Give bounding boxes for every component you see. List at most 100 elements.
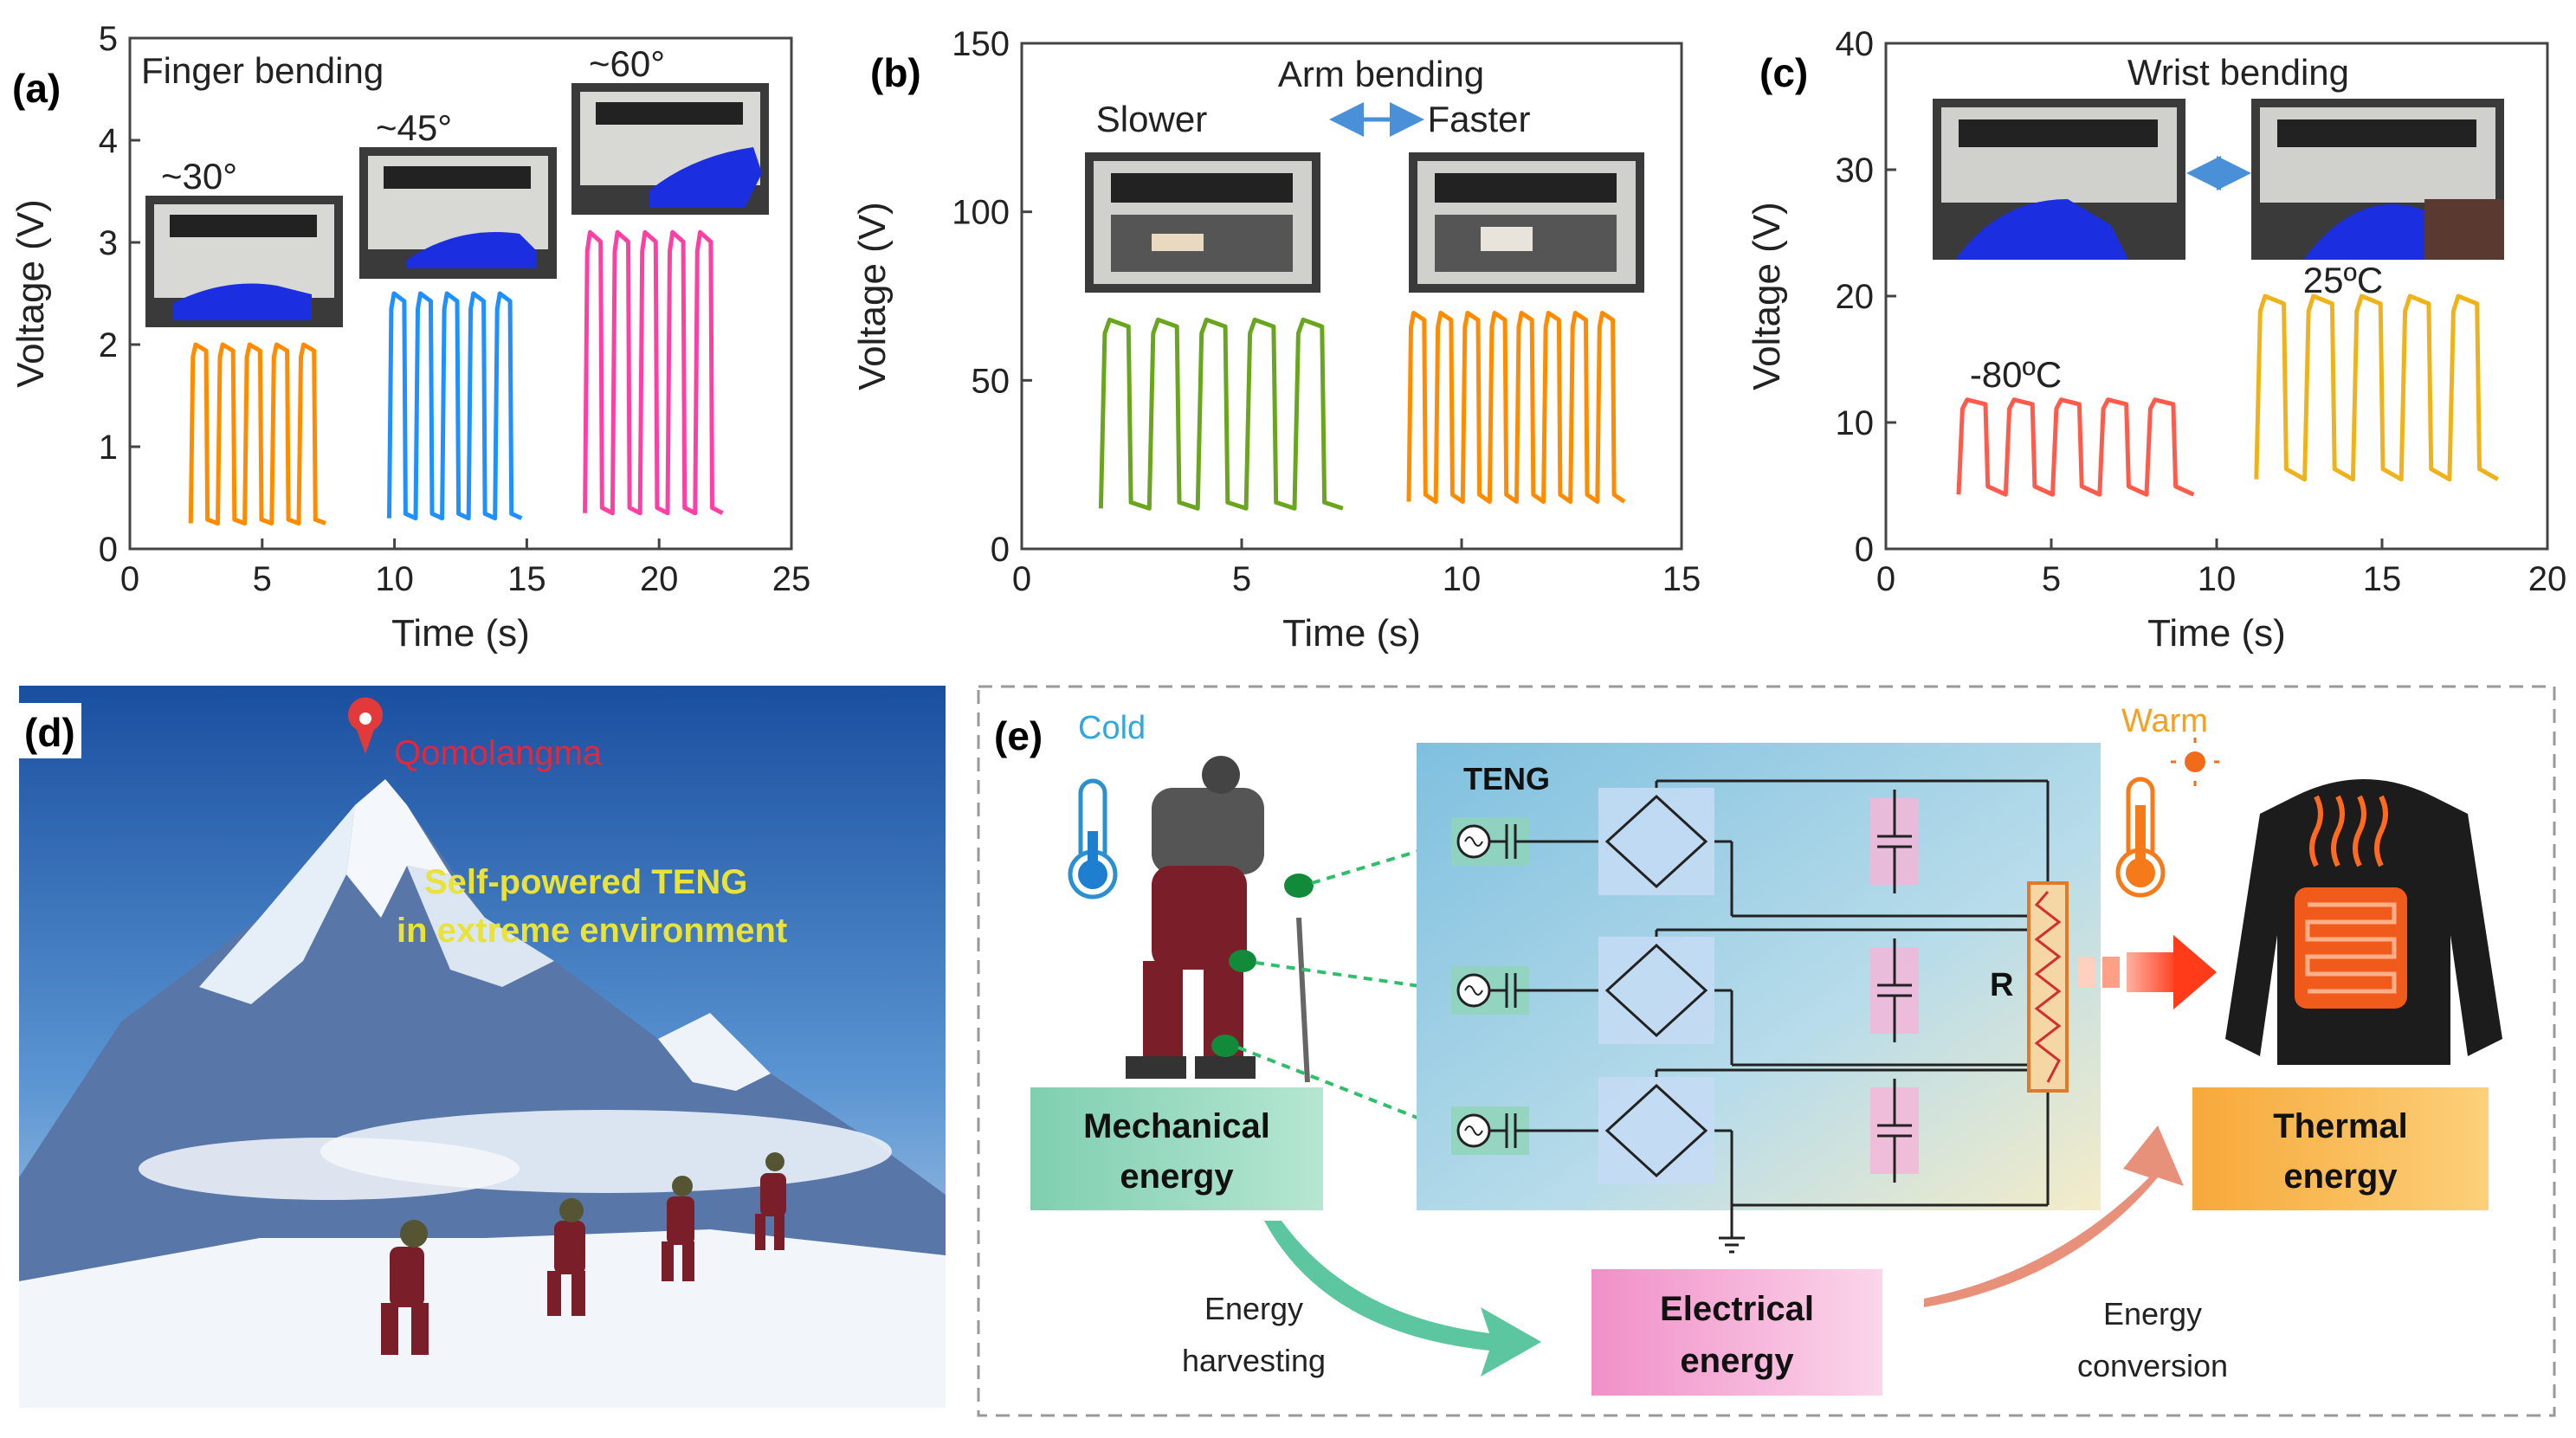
- rectifier-bridge: [1598, 937, 1714, 1044]
- chart-annotation: ~45°: [376, 107, 452, 148]
- pin-label: Qomolangma: [394, 734, 603, 772]
- x-tick-label: 10: [1443, 560, 1482, 598]
- teng-label: TENG: [1463, 761, 1550, 796]
- y-tick-label: 4: [99, 122, 118, 160]
- chart-annotation: Slower: [1096, 99, 1207, 139]
- x-tick-label: 0: [120, 560, 139, 598]
- x-axis-label: Time (s): [1282, 612, 1421, 655]
- photo-inset-45: [359, 147, 557, 279]
- chart-title: Arm bending: [1278, 54, 1484, 94]
- harvest-line1: Energy: [1204, 1291, 1303, 1326]
- chart-annotation: ~60°: [589, 43, 665, 84]
- voltage-trace-1: [188, 342, 326, 526]
- voltage-trace-1: [1956, 397, 2195, 497]
- harvest-arrow: [1264, 1221, 1541, 1377]
- electrical-line2: energy: [1680, 1342, 1794, 1380]
- photo-inset-60: [571, 83, 769, 215]
- electrical-energy-box: [1591, 1269, 1882, 1396]
- voltage-trace-2: [387, 291, 523, 521]
- rectifier-bridge: [1598, 1077, 1714, 1184]
- panel-label-c: (c): [1759, 50, 1808, 95]
- x-tick-label: 0: [1876, 560, 1895, 598]
- panel-label-e: (e): [994, 713, 1043, 758]
- teng-unit-3: [1451, 1068, 2048, 1207]
- x-axis-label: Time (s): [391, 612, 530, 655]
- x-tick-label: 5: [1232, 560, 1251, 598]
- x-tick-label: 10: [375, 560, 414, 598]
- conversion-line1: Energy: [2103, 1296, 2202, 1332]
- y-tick-label: 1: [99, 429, 118, 467]
- mechanical-energy-box: [1030, 1087, 1323, 1210]
- panel-label-d: (d): [24, 710, 75, 755]
- voltage-trace-1: [1098, 317, 1344, 511]
- y-tick-label: 2: [99, 326, 118, 364]
- conversion-line2: conversion: [2077, 1348, 2228, 1383]
- harvest-line2: harvesting: [1182, 1343, 1326, 1378]
- photo-inset-warm: [2251, 99, 2504, 260]
- teng-unit-1: [1451, 779, 2048, 918]
- y-tick-label: 150: [952, 25, 1010, 63]
- panel-label-a: (a): [12, 66, 61, 111]
- voltage-trace-3: [583, 229, 724, 516]
- y-tick-label: 5: [99, 20, 118, 58]
- thermal-energy-box: [2192, 1087, 2489, 1210]
- teng-circuit: [1451, 779, 2050, 1254]
- warm-thermometer-icon: [2115, 777, 2166, 898]
- y-tick-label: 10: [1836, 404, 1875, 442]
- heater-resistor: [2027, 881, 2069, 1093]
- heated-jacket-icon: [2225, 779, 2502, 1065]
- conversion-arrow: [1924, 1125, 2184, 1307]
- photo-inset-30: [145, 196, 343, 327]
- y-axis-label: Voltage (V): [10, 199, 52, 388]
- y-tick-label: 0: [991, 531, 1010, 569]
- x-tick-label: 15: [1662, 560, 1701, 598]
- y-axis-label: Voltage (V): [851, 202, 894, 390]
- chart-annotation: 25ºC: [2303, 260, 2383, 300]
- mountaineer-figure: [1126, 756, 1310, 1083]
- teng-caption-line1: Self-powered TENG: [424, 863, 747, 901]
- cold-thermometer-icon: [1068, 778, 1118, 900]
- plot-frame: [1020, 42, 1683, 551]
- panel-e-frame: [977, 685, 2556, 1417]
- warm-label: Warm: [2121, 703, 2208, 739]
- y-tick-label: 3: [99, 224, 118, 262]
- plot-frame: [128, 36, 793, 551]
- x-tick-label: 25: [772, 560, 811, 598]
- y-axis-label: Voltage (V): [1746, 202, 1788, 390]
- photo-inset-cold: [1933, 99, 2185, 260]
- y-tick-label: 40: [1836, 25, 1875, 63]
- x-tick-label: 5: [2042, 560, 2061, 598]
- mechanical-line1: Mechanical: [1083, 1107, 1270, 1145]
- location-pin-icon: [348, 697, 383, 754]
- sun-icon: [2171, 738, 2219, 786]
- x-tick-label: 5: [253, 560, 272, 598]
- y-tick-label: 20: [1836, 278, 1875, 316]
- x-axis-label: Time (s): [2147, 612, 2286, 655]
- mountain-illustration: [19, 686, 946, 1408]
- teng-unit-2: [1451, 928, 2048, 1067]
- y-tick-label: 0: [1855, 531, 1874, 569]
- thermal-line2: energy: [2283, 1157, 2398, 1196]
- chart-annotation: -80ºC: [1970, 354, 2062, 395]
- y-tick-label: 0: [99, 531, 118, 569]
- cold-label: Cold: [1078, 710, 1146, 746]
- y-tick-label: 30: [1836, 152, 1875, 190]
- photo-inset-slower: [1085, 152, 1320, 293]
- y-tick-label: 100: [952, 194, 1010, 232]
- panel-label-b: (b): [870, 50, 921, 95]
- teng-caption-line2: in extreme environment: [397, 912, 787, 950]
- x-tick-label: 15: [2363, 560, 2402, 598]
- chart-title: Finger bending: [141, 50, 384, 91]
- voltage-trace-2: [2254, 293, 2499, 482]
- chart-annotation: Faster: [1427, 99, 1530, 139]
- mechanical-line2: energy: [1120, 1157, 1234, 1196]
- chart-title: Wrist bending: [2127, 52, 2349, 93]
- electrical-line1: Electrical: [1660, 1290, 1814, 1328]
- resistor-label: R: [1990, 967, 2013, 1003]
- chart-annotation: ~30°: [161, 156, 237, 197]
- y-tick-label: 50: [972, 362, 1010, 400]
